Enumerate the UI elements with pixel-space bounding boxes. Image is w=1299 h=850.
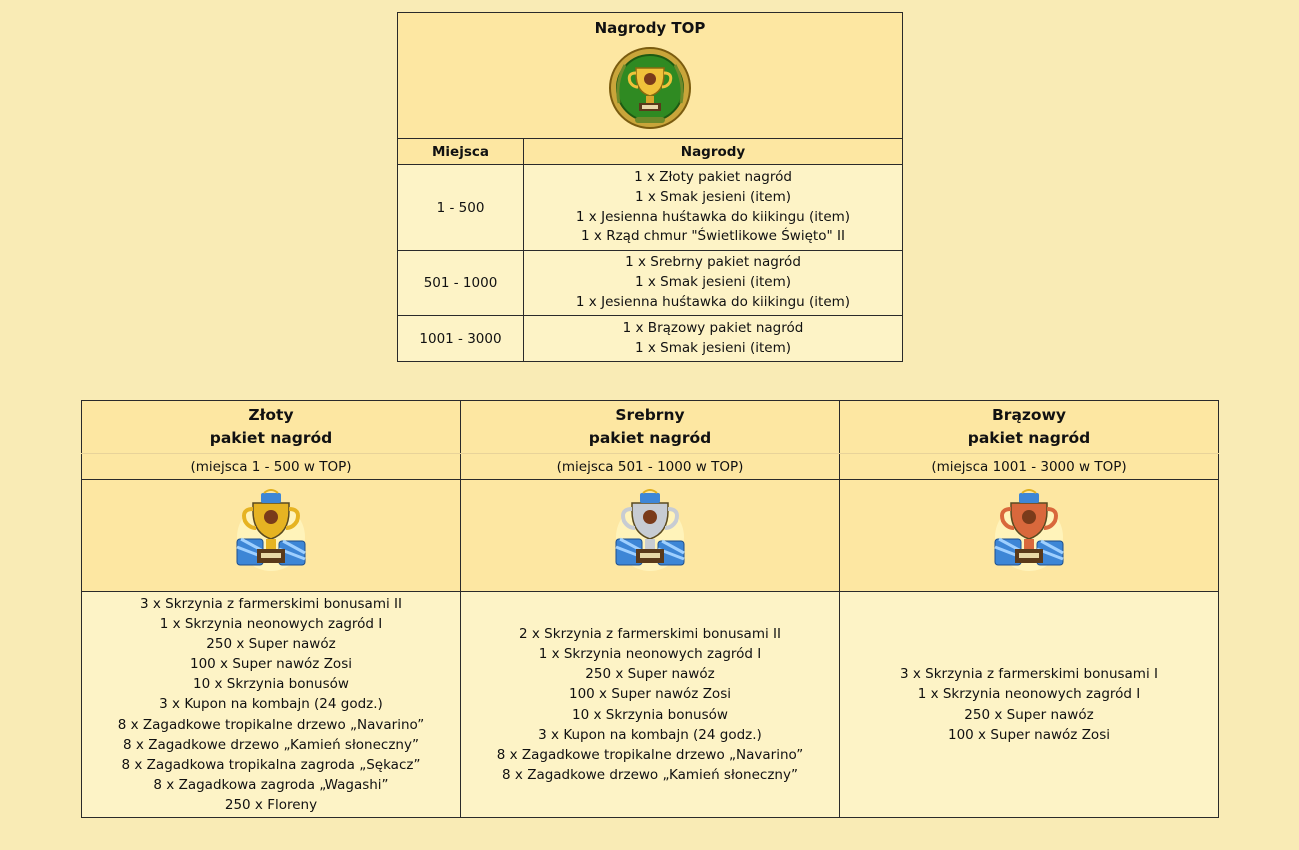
place-range: 1 - 500 xyxy=(397,164,524,251)
gold-trophy-gifts-icon xyxy=(231,488,311,583)
table-row: 1 - 500 1 x Złoty pakiet nagród 1 x Smak… xyxy=(397,164,903,251)
reward-item: 1 x Jesienna huśtawka do kiikingu (item) xyxy=(575,293,851,310)
package-item: 3 x Skrzynia z farmerskimi bonusami I xyxy=(900,666,1158,683)
table-row: 501 - 1000 1 x Srebrny pakiet nagród 1 x… xyxy=(397,250,903,316)
package-range-bronze: (miejsca 1001 - 3000 w TOP) xyxy=(839,453,1219,480)
top-rewards-title: Nagrody TOP xyxy=(397,12,903,42)
package-item: 250 x Super nawóz xyxy=(964,706,1094,723)
package-item: 10 x Skrzynia bonusów xyxy=(572,706,728,723)
bronze-trophy-gifts-icon xyxy=(989,488,1069,583)
table-row: 1001 - 3000 1 x Brązowy pakiet nagród 1 … xyxy=(397,315,903,362)
package-item: 1 x Skrzynia neonowych zagród I xyxy=(917,686,1141,703)
package-item: 8 x Zagadkowa zagroda „Wagashi” xyxy=(153,776,389,793)
reward-item: 1 x Brązowy pakiet nagród xyxy=(622,319,804,336)
reward-item: 1 x Srebrny pakiet nagród xyxy=(625,254,801,271)
package-item: 100 x Super nawóz Zosi xyxy=(948,726,1110,743)
package-item: 100 x Super nawóz Zosi xyxy=(190,656,352,673)
package-item: 3 x Kupon na kombajn (24 godz.) xyxy=(538,726,762,743)
place-range: 501 - 1000 xyxy=(397,250,524,316)
package-item: 8 x Zagadkowa tropikalna zagroda „Sękacz… xyxy=(121,756,421,773)
reward-item: 1 x Smak jesieni (item) xyxy=(634,274,792,291)
package-item: 8 x Zagadkowe drzewo „Kamień słoneczny” xyxy=(123,736,419,753)
package-contents-gold: 3 x Skrzynia z farmerskimi bonusami II 1 … xyxy=(81,591,461,818)
reward-list: 1 x Brązowy pakiet nagród 1 x Smak jesie… xyxy=(523,315,903,362)
package-item: 10 x Skrzynia bonusów xyxy=(193,676,349,693)
top-trophy-medal-icon xyxy=(605,43,695,137)
top-rewards-table: Nagrody TOP xyxy=(397,12,903,362)
column-header-places: Miejsca xyxy=(397,138,524,165)
reward-list: 1 x Srebrny pakiet nagród 1 x Smak jesie… xyxy=(523,250,903,316)
reward-list: 1 x Złoty pakiet nagród 1 x Smak jesieni… xyxy=(523,164,903,251)
reward-packages-table: Złoty pakiet nagród Srebrny pakiet nagró… xyxy=(81,400,1219,818)
package-contents-bronze: 3 x Skrzynia z farmerskimi bonusami I 1 x… xyxy=(839,591,1219,818)
package-item: 100 x Super nawóz Zosi xyxy=(569,686,731,703)
package-item: 1 x Skrzynia neonowych zagród I xyxy=(159,616,383,633)
reward-item: 1 x Smak jesieni (item) xyxy=(634,339,792,356)
package-title-gold: Złoty pakiet nagród xyxy=(81,400,461,454)
column-header-rewards: Nagrody xyxy=(523,138,903,165)
package-range-silver: (miejsca 501 - 1000 w TOP) xyxy=(460,453,840,480)
reward-item: 1 x Jesienna huśtawka do kiikingu (item) xyxy=(575,208,851,225)
package-item: 2 x Skrzynia z farmerskimi bonusami II xyxy=(519,626,781,643)
package-title-bronze: Brązowy pakiet nagród xyxy=(839,400,1219,454)
reward-item: 1 x Rząd chmur "Świetlikowe Święto" II xyxy=(581,228,845,245)
package-range-gold: (miejsca 1 - 500 w TOP) xyxy=(81,453,461,480)
package-item: 1 x Skrzynia neonowych zagród I xyxy=(538,646,762,663)
silver-trophy-gifts-icon xyxy=(610,488,690,583)
package-item: 250 x Super nawóz xyxy=(206,636,336,653)
package-item: 8 x Zagadkowe tropikalne drzewo „Navarin… xyxy=(496,746,804,763)
reward-item: 1 x Złoty pakiet nagród xyxy=(634,169,792,186)
place-range: 1001 - 3000 xyxy=(397,315,524,362)
reward-item: 1 x Smak jesieni (item) xyxy=(634,188,792,205)
package-item: 250 x Super nawóz xyxy=(585,666,715,683)
package-item: 250 x Floreny xyxy=(224,796,318,813)
package-item: 3 x Skrzynia z farmerskimi bonusami II xyxy=(140,595,402,612)
package-item: 8 x Zagadkowe tropikalne drzewo „Navarin… xyxy=(117,716,425,733)
package-item: 8 x Zagadkowe drzewo „Kamień słoneczny” xyxy=(502,766,798,783)
package-title-silver: Srebrny pakiet nagród xyxy=(460,400,840,454)
package-item: 3 x Kupon na kombajn (24 godz.) xyxy=(159,696,383,713)
package-contents-silver: 2 x Skrzynia z farmerskimi bonusami II 1 … xyxy=(460,591,840,818)
